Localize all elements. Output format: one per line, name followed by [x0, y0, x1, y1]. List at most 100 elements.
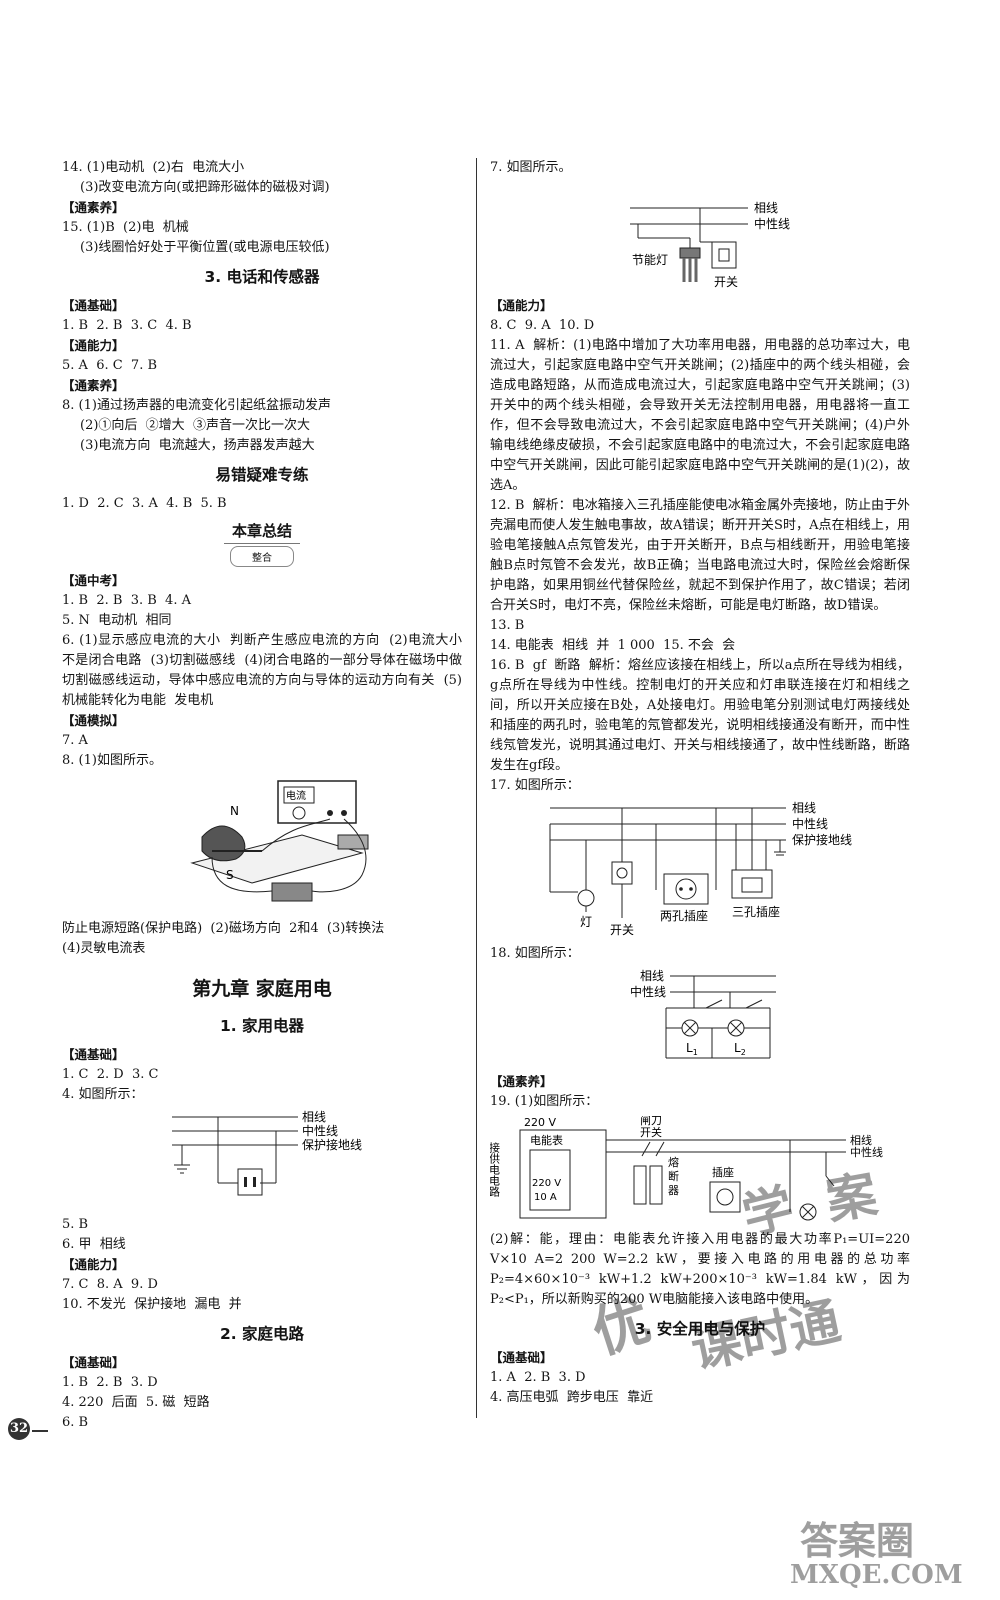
answer-4-appliance: 4. 如图所示： — [62, 1087, 144, 1102]
fig7-live: 相线 — [754, 201, 778, 215]
answer-8-rest-2: (4)灵敏电流表 — [62, 941, 146, 956]
tag-tongmoni: 【通模拟】 — [62, 713, 125, 728]
section-title-errors: 易错疑难专练 — [215, 466, 309, 484]
answer-7-mock: 7. A — [62, 733, 88, 748]
answers-1-3-appliance: 1. C 2. D 3. C — [62, 1067, 159, 1082]
answer-6-exam: 6. (1)显示感应电流的大小 判断产生感应电流的方向 (2)电流大小 不是闭合… — [62, 633, 471, 708]
tag-tongjichu: 【通基础】 — [62, 1047, 125, 1062]
fig19-volt: 220 V — [532, 1178, 561, 1189]
answer-8-mock: 8. (1)如图所示。 — [62, 753, 162, 768]
answer-4-safety: 4. 高压电弧 跨步电压 靠近 — [490, 1390, 654, 1405]
fig17-ground: 保护接地线 — [792, 832, 852, 847]
fig4-live: 相线 — [302, 1110, 326, 1124]
answer-5-exam: 5. N 电动机 相同 — [62, 613, 172, 628]
answers-1-4-exam: 1. B 2. B 3. B 4. A — [62, 593, 191, 608]
answer-8: 8. (1)通过扬声器的电流变化引起纸盆振动发声 — [62, 398, 331, 413]
watermark-url: MXQE.COM — [790, 1560, 963, 1590]
answer-7-circuit: 7. 如图所示。 — [490, 160, 572, 175]
fig19-socket: 插座 — [712, 1165, 734, 1179]
fig18-l2: L2 — [734, 1041, 746, 1057]
fig19-knife2: 开关 — [640, 1125, 662, 1139]
answer-18: 18. 如图所示： — [490, 946, 580, 961]
tag-tongjichu: 【通基础】 — [490, 1350, 553, 1365]
figure-4-wiring: 相线 中性线 保护接地线 — [172, 1110, 362, 1196]
fig19-fuse2: 断 — [668, 1169, 679, 1183]
section-title-safety: 3. 安全用电与保护 — [634, 1320, 766, 1338]
answers-7-9-appliance: 7. C 8. A 9. D — [62, 1277, 158, 1292]
fig4-ground: 保护接地线 — [302, 1137, 362, 1152]
figure-7-lamp-switch: 相线 中性线 节能灯 开关 — [630, 201, 790, 289]
chapter-summary-stamp: 本章总结 整合 — [62, 518, 462, 567]
fig4-neutral: 中性线 — [302, 1123, 338, 1138]
fig17-two-hole: 两孔插座 — [660, 908, 708, 923]
fig17-live: 相线 — [792, 801, 816, 815]
answer-19-part2: (2)解：能，理由：电能表允许接入用电器的最大功率P₁=UI=220 V×10 … — [490, 1232, 915, 1307]
tag-tongsuyang: 【通素养】 — [62, 378, 125, 393]
fig17-neutral: 中性线 — [792, 816, 828, 831]
answer-13: 13. B — [490, 618, 525, 633]
figure-17-circuit: 相线 中性线 保护接地线 灯 开关 两孔插座 三孔插座 — [549, 801, 852, 937]
fig19-fuse3: 器 — [668, 1184, 679, 1197]
column-divider — [476, 158, 477, 1418]
fig18-live: 相线 — [640, 969, 664, 983]
meter-label: 电流 — [286, 789, 306, 802]
page-number-badge: 32 — [8, 1418, 30, 1440]
section-title-phone-sensor: 3. 电话和传感器 — [204, 268, 320, 286]
figure-19-circuit: 220 V 接供电电路 电能表 220 V 10 A 闸刀 开关 熔 断 器 相… — [490, 1116, 883, 1221]
tag-tongnengli: 【通能力】 — [62, 338, 125, 353]
left-column: 14. (1)电动机 (2)右 电流大小 (3)改变电流方向(或把蹄形磁体的磁极… — [62, 158, 462, 1433]
fig19-meter: 电能表 — [530, 1133, 563, 1147]
fig19-supply: 接供电电路 — [490, 1142, 501, 1198]
fig7-lamp: 节能灯 — [632, 253, 668, 267]
fig17-lamp: 灯 — [580, 915, 592, 929]
fig19-amp: 10 A — [534, 1192, 557, 1203]
tag-tongsuyang: 【通素养】 — [490, 1074, 553, 1089]
answer-15-cont: (3)线圈恰好处于平衡位置(或电源电压较低) — [80, 240, 330, 255]
chapter-title: 第九章 家庭用电 — [192, 978, 332, 1000]
answer-14: 14. (1)电动机 (2)右 电流大小 — [62, 160, 245, 175]
answer-11: 11. A 解析：(1)电路中增加了大功率用电器，用电器的总功率过大，电流过大，… — [490, 338, 910, 493]
answer-5-appliance: 5. B — [62, 1217, 89, 1232]
stamp-small: 整合 — [230, 546, 294, 567]
section-title-appliances: 1. 家用电器 — [219, 1017, 305, 1035]
answer-8-3: (3)电流方向 电流越大，扬声器发声越大 — [80, 438, 315, 453]
fig18-l1: L1 — [686, 1041, 698, 1057]
stamp-title: 本章总结 — [223, 518, 300, 544]
fig19-live: 相线 — [850, 1133, 872, 1147]
answer-17: 17. 如图所示： — [490, 778, 580, 793]
fig7-neutral: 中性线 — [754, 216, 790, 231]
tag-tongnengli: 【通能力】 — [62, 1257, 125, 1272]
answers-1-4: 1. B 2. B 3. C 4. B — [62, 318, 192, 333]
answer-10-appliance: 10. 不发光 保护接地 漏电 并 — [62, 1297, 242, 1312]
page-number-line — [32, 1430, 48, 1432]
fig18-neutral: 中性线 — [630, 984, 666, 999]
fig19-knife: 闸刀 — [640, 1116, 662, 1127]
fig19-220: 220 V — [524, 1116, 556, 1129]
page-number: 32 — [0, 1418, 62, 1442]
magnet-n: N — [230, 804, 239, 818]
answers-8-10: 8. C 9. A 10. D — [490, 318, 595, 333]
answer-8-rest: 防止电源短路(保护电路) (2)磁场方向 2和4 (3)转换法 — [62, 921, 385, 936]
figure-8-apparatus: 电流 N S — [190, 780, 369, 902]
section-title-home-circuit: 2. 家庭电路 — [219, 1325, 305, 1343]
fig19-fuse: 熔 — [668, 1155, 679, 1169]
watermark-daanquan: 答案圈 — [800, 1518, 915, 1563]
answer-16: 16. B gf 断路 解析：熔丝应该接在相线上，所以a点所在导线为相线，g点所… — [490, 658, 910, 773]
fig19-neutral: 中性线 — [850, 1145, 883, 1159]
answers-1-3-safety: 1. A 2. B 3. D — [490, 1370, 586, 1385]
fig7-switch: 开关 — [714, 275, 738, 289]
answer-14-cont: (3)改变电流方向(或把蹄形磁体的磁极对调) — [80, 180, 330, 195]
answer-6-appliance: 6. 甲 相线 — [62, 1237, 126, 1252]
answer-15: 15. (1)B (2)电 机械 — [62, 220, 189, 235]
tag-tongsuyang: 【通素养】 — [62, 200, 125, 215]
tag-tongzhongkao: 【通中考】 — [62, 573, 125, 588]
answer-8-2: (2)①向后 ②增大 ③声音一次比一次大 — [80, 418, 310, 433]
answers-14-15: 14. 电能表 相线 并 1 000 15. 不会 会 — [490, 638, 736, 653]
answer-6-circuit: 6. B — [62, 1415, 89, 1430]
tag-tongjichu: 【通基础】 — [62, 1355, 125, 1370]
answers-5-7: 5. A 6. C 7. B — [62, 358, 158, 373]
tag-tongjichu: 【通基础】 — [62, 298, 125, 313]
right-column: 7. 如图所示。 相线 中性线 节能灯 开关 【通能力】 8. C 9. A 1… — [490, 158, 910, 1408]
magnet-s: S — [226, 868, 234, 882]
figure-18-circuit: 相线 中性线 L1 L2 — [630, 969, 776, 1059]
